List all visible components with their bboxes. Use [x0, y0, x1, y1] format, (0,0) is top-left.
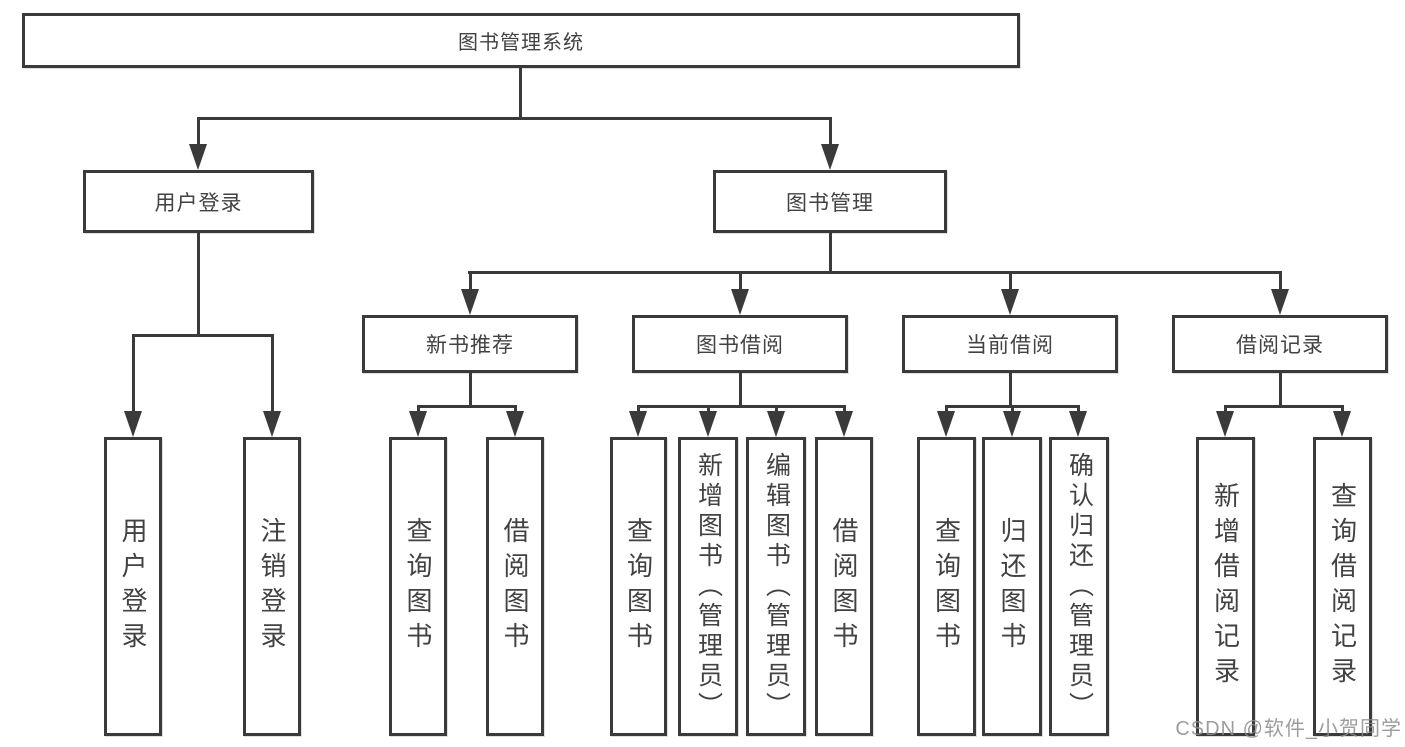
- leaf-borrow-books-recommend: 借阅图书: [486, 437, 544, 736]
- connector-arrowhead: [1271, 289, 1289, 315]
- leaf-query-books-borrow: 查询图书: [610, 437, 667, 736]
- leaf-confirm-return-admin: 确认归还（管理员）: [1049, 437, 1109, 736]
- connector-line: [468, 271, 1282, 274]
- connector-arrowhead: [835, 411, 853, 437]
- connector-arrowhead: [731, 289, 749, 315]
- connector-line: [1279, 271, 1282, 293]
- connector-line: [197, 117, 200, 147]
- connector-arrowhead: [461, 289, 479, 315]
- connector-line: [519, 68, 522, 119]
- connector-arrowhead: [189, 144, 207, 170]
- connector-line: [1224, 405, 1344, 408]
- leaf-user-login: 用户登录: [104, 437, 162, 736]
- connector-arrowhead: [1069, 411, 1087, 437]
- connector-line: [637, 405, 846, 408]
- connector-arrowhead: [409, 411, 427, 437]
- connector-line: [829, 117, 832, 147]
- connector-arrowhead: [1001, 289, 1019, 315]
- connector-arrowhead: [629, 411, 647, 437]
- connector-line: [775, 405, 778, 415]
- connector-line: [1077, 405, 1080, 415]
- connector-arrowhead: [1216, 411, 1234, 437]
- leaf-query-books-recommend: 查询图书: [389, 437, 447, 736]
- connector-arrowhead: [263, 411, 281, 437]
- leaf-return-book: 归还图书: [982, 437, 1042, 736]
- leaf-query-books-current: 查询图书: [917, 437, 976, 736]
- node-current-borrowing: 当前借阅: [902, 315, 1118, 373]
- node-library-management-system: 图书管理系统: [22, 13, 1020, 68]
- connector-line: [132, 334, 135, 414]
- connector-arrowhead: [937, 411, 955, 437]
- connector-line: [1009, 373, 1012, 408]
- connector-line: [1009, 271, 1012, 293]
- connector-line: [417, 405, 517, 408]
- leaf-edit-book-admin: 编辑图书（管理员）: [746, 437, 806, 736]
- node-user-login: 用户登录: [83, 170, 314, 233]
- connector-line: [1224, 405, 1227, 415]
- connector-line: [1279, 373, 1282, 408]
- connector-line: [739, 373, 742, 408]
- node-borrowing-records: 借阅记录: [1172, 315, 1388, 373]
- connector-line: [514, 405, 517, 415]
- connector-line: [417, 405, 420, 415]
- connector-line: [271, 334, 274, 414]
- connector-arrowhead: [821, 144, 839, 170]
- watermark: CSDN @软件_小贺同学: [1175, 718, 1402, 740]
- connector-line: [1011, 405, 1014, 415]
- connector-line: [469, 271, 472, 293]
- connector-line: [739, 271, 742, 293]
- connector-line: [945, 405, 948, 415]
- node-new-book-recommendation: 新书推荐: [362, 315, 578, 373]
- leaf-query-borrow-record: 查询借阅记录: [1313, 437, 1372, 736]
- connector-arrowhead: [767, 411, 785, 437]
- leaf-add-book-admin: 新增图书（管理员）: [678, 437, 738, 736]
- connector-arrowhead: [699, 411, 717, 437]
- connector-arrowhead: [124, 411, 142, 437]
- leaf-logout: 注销登录: [243, 437, 301, 736]
- node-book-management: 图书管理: [713, 170, 947, 233]
- connector-line: [829, 233, 832, 273]
- connector-arrowhead: [1003, 411, 1021, 437]
- connector-line: [637, 405, 640, 415]
- connector-line: [1341, 405, 1344, 415]
- connector-arrowhead: [506, 411, 524, 437]
- leaf-add-borrow-record: 新增借阅记录: [1196, 437, 1255, 736]
- connector-line: [707, 405, 710, 415]
- connector-line: [197, 117, 831, 120]
- connector-line: [843, 405, 846, 415]
- connector-line: [197, 233, 200, 336]
- node-book-borrowing: 图书借阅: [632, 315, 848, 373]
- connector-line: [469, 373, 472, 408]
- connector-arrowhead: [1333, 411, 1351, 437]
- connector-line: [132, 334, 274, 337]
- leaf-borrow-books: 借阅图书: [815, 437, 873, 736]
